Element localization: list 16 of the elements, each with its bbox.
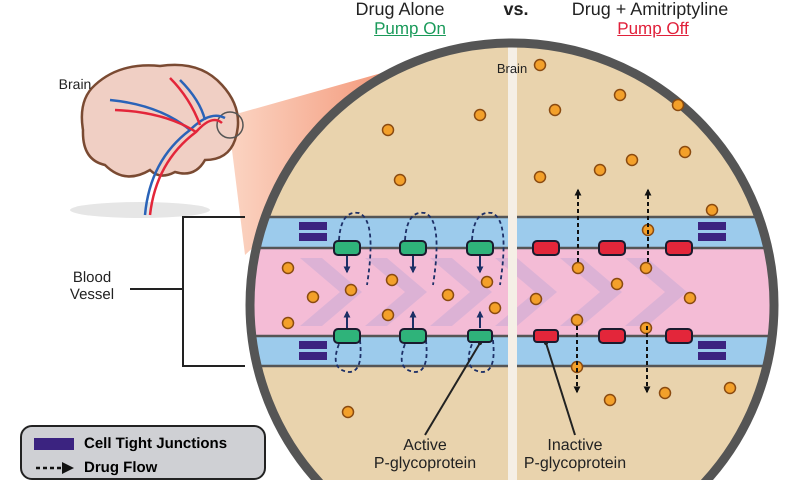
text-label: Blood Vessel [68, 270, 116, 303]
leader-line [544, 340, 576, 436]
leader-line [424, 340, 482, 436]
pump-box [467, 329, 493, 343]
text-label: Brain [496, 62, 528, 76]
callout-text: Inactive P-glycoprotein [515, 437, 635, 477]
legend-label: Drug Flow [84, 459, 158, 476]
callout-text: Active P-glycoprotein [365, 437, 485, 477]
pump-box [533, 329, 559, 343]
text-label: vs. [503, 0, 529, 20]
text-label: Brain [58, 77, 92, 92]
text-label: Drug + Amitriptyline [572, 0, 728, 20]
text-label: Drug Alone [355, 0, 445, 20]
status-label: Pump Off [617, 20, 689, 39]
legend-label: Cell Tight Junctions [84, 435, 228, 452]
status-label: Pump On [374, 20, 446, 39]
